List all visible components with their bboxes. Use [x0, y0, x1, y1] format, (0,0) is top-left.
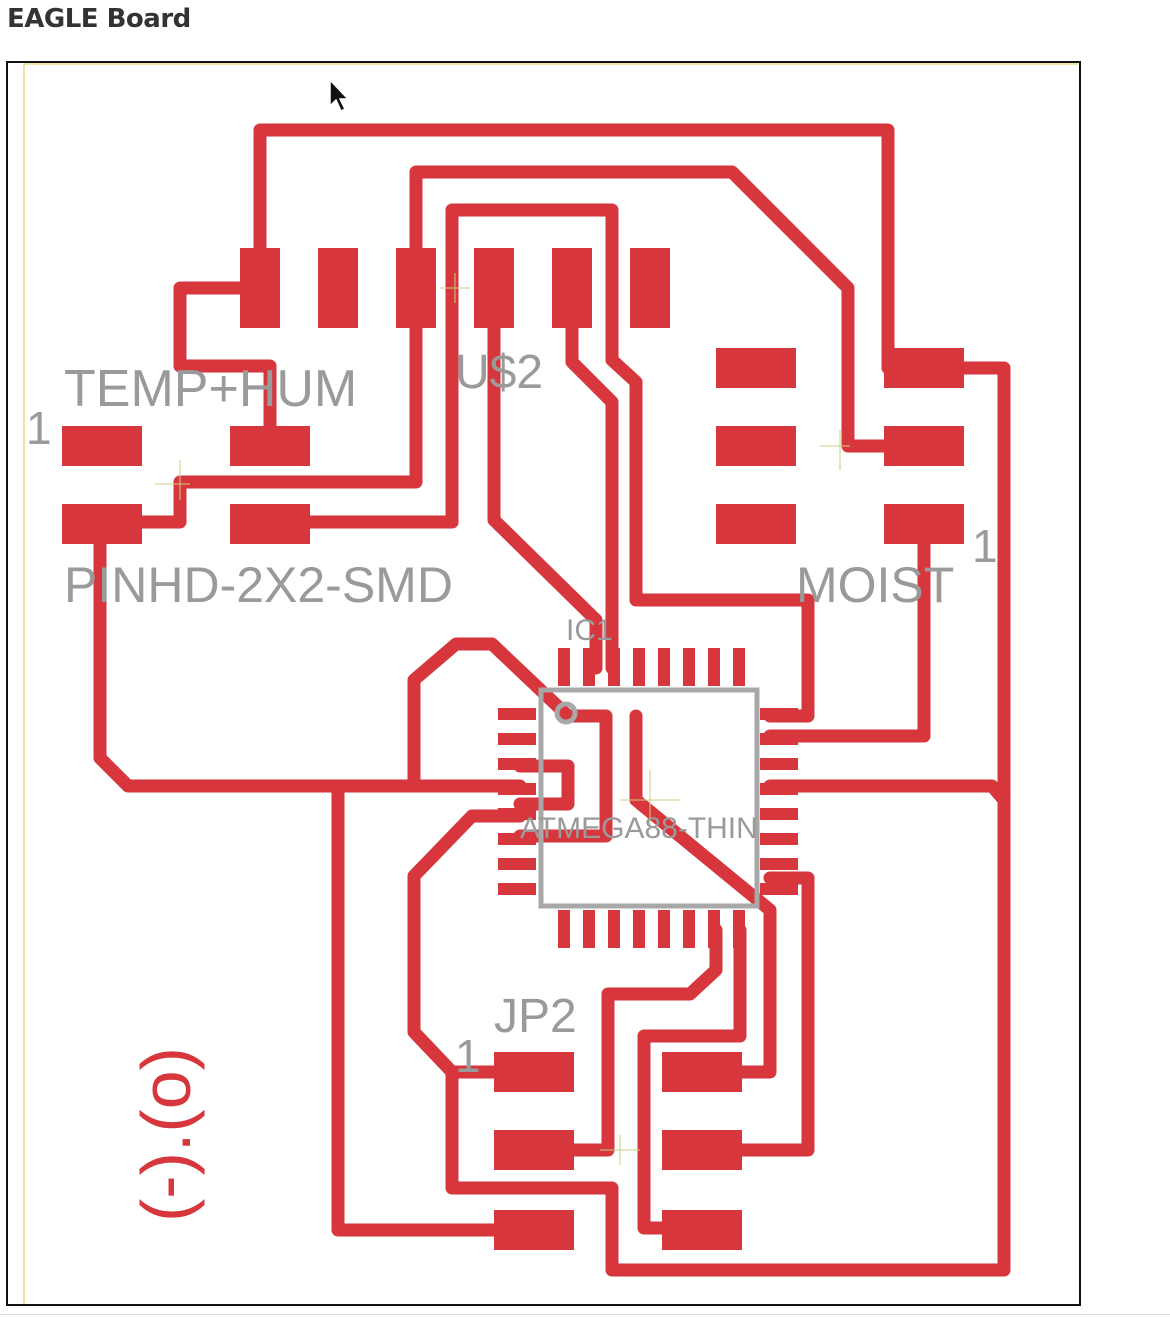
page-title: EAGLE Board [7, 4, 191, 34]
trace-moist-pin [763, 515, 931, 743]
label-jp2-pin1: 1 [455, 1030, 481, 1082]
trace-us2-pad4 [487, 281, 603, 675]
label-pinhd: PINHD-2X2-SMD [64, 557, 453, 613]
pads-us2 [240, 248, 670, 328]
label-us2: U$2 [455, 346, 543, 399]
pads-moist [716, 348, 964, 544]
origin-marks [155, 273, 850, 1165]
trace-right-lower [693, 871, 815, 1157]
trace-left-column [331, 779, 541, 1237]
label-ic1: IC1 [566, 614, 613, 647]
mouse-cursor-icon [329, 78, 350, 113]
trace-ic-left-mid [513, 759, 575, 811]
trace-jp2-mid [527, 923, 723, 1157]
trace-jp2-left [445, 361, 1011, 1277]
trace-diag [629, 709, 777, 1079]
pads-ic1 [498, 648, 798, 948]
trace-second-loop [409, 165, 931, 453]
board-outline [23, 63, 1078, 1304]
trace-left-header-loop [173, 281, 277, 453]
pads-jp2 [494, 1052, 742, 1250]
trace-left-lower [407, 809, 541, 1079]
label-moist-pin1: 1 [972, 520, 998, 572]
pads-temp-hum [62, 426, 310, 544]
trace-inner-loop [445, 203, 815, 723]
trace-mid-square [407, 637, 613, 843]
label-atmega: ATMEGA88-THIN [520, 812, 758, 845]
ic1-body [538, 687, 760, 909]
label-jp2: JP2 [494, 990, 577, 1043]
label-temp-hum: TEMP+HUM [64, 360, 357, 418]
trace-left-big [93, 515, 527, 793]
trace-right-mid [763, 779, 1011, 807]
bottom-divider [0, 1314, 1170, 1315]
label-temp-hum-pin1: 1 [26, 402, 52, 454]
logo-text: (-).(o) [127, 1047, 205, 1222]
board-canvas[interactable] [6, 61, 1081, 1306]
label-moist: MOIST [796, 557, 954, 613]
